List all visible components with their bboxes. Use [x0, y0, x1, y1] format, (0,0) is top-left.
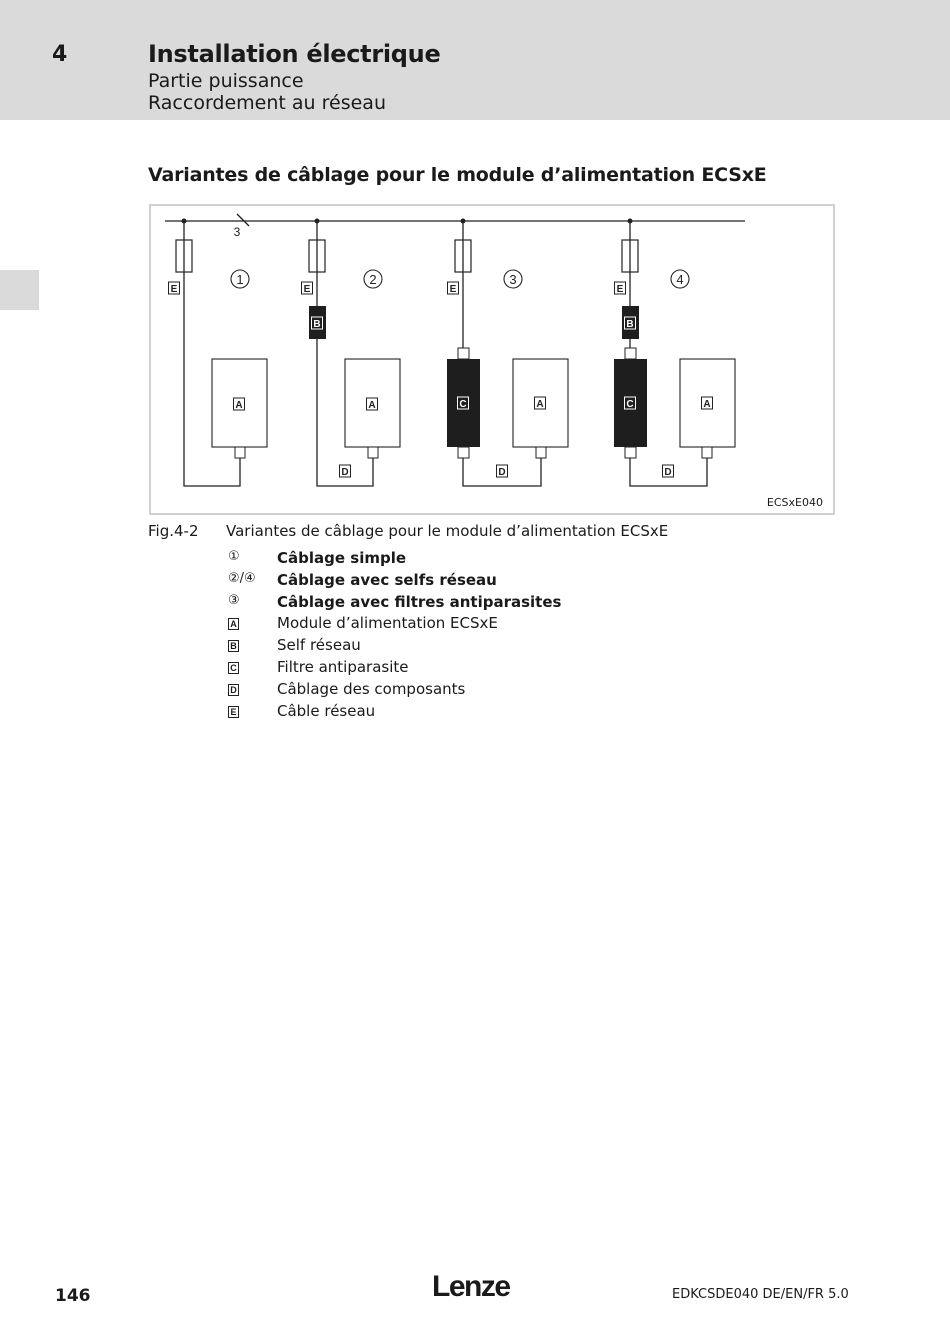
legend-text: Câble réseau	[277, 701, 376, 720]
terminal	[234, 446, 246, 459]
tag-E: E	[450, 284, 457, 295]
wiring-diagram-svg: 3E E E E 1 2 3 4A B A D C A D B C A D	[165, 213, 745, 487]
variant-marker-ring	[670, 269, 690, 289]
document-code: EDKCSDE040 DE/EN/FR 5.0	[672, 1287, 849, 1302]
figure-caption-label: Fig.4-2	[148, 522, 199, 540]
tag-E: E	[171, 284, 178, 295]
tag-D: D	[341, 467, 348, 478]
tag-C: C	[626, 399, 633, 410]
tag-A-box	[366, 397, 378, 411]
tag-A: A	[536, 399, 543, 410]
subtitle-mains-connection: Raccordement au réseau	[148, 92, 386, 114]
terminal	[457, 446, 470, 459]
tag-B: B	[626, 319, 633, 330]
legend-symbol: E	[228, 702, 276, 718]
tag-D: D	[498, 467, 505, 478]
variant-marker: 4	[676, 272, 683, 287]
tag-D-box	[496, 464, 508, 478]
legend-symbol: D	[228, 680, 276, 696]
tag-A: A	[703, 399, 710, 410]
variant-marker: 3	[509, 272, 516, 287]
page-number: 146	[55, 1286, 91, 1306]
header-band	[0, 0, 950, 120]
tag-E-box	[168, 281, 180, 295]
component-wiring	[629, 458, 708, 487]
legend-symbol: C	[228, 658, 276, 674]
tag-C-box	[457, 396, 469, 410]
section-title: Variantes de câblage pour le module d’al…	[148, 164, 767, 186]
subtitle-power-section: Partie puissance	[148, 70, 304, 92]
lenze-logo: Lenze	[432, 1270, 511, 1303]
tag-E: E	[617, 284, 624, 295]
tag-A: A	[368, 400, 375, 411]
chapter-title: Installation électrique	[148, 40, 441, 68]
terminal	[624, 347, 637, 360]
legend-text: Câblage avec selfs réseau	[277, 570, 497, 589]
tag-B: B	[313, 319, 320, 330]
legend-text: Filtre antiparasite	[277, 657, 409, 676]
legend-symbol: ③	[228, 592, 240, 608]
tag-D: D	[664, 467, 671, 478]
tag-D-box	[662, 464, 674, 478]
terminal	[535, 446, 547, 459]
mains-cable	[183, 272, 241, 487]
legend-symbol: ①	[228, 549, 240, 564]
component-wiring	[462, 458, 542, 487]
tag-C: C	[459, 399, 466, 410]
tag-E-box	[614, 281, 626, 295]
legend-text: Câblage simple	[277, 549, 407, 567]
terminal	[701, 446, 713, 459]
legend-symbol: B	[228, 636, 276, 653]
tag-D-box	[339, 464, 351, 478]
bus-conductor-count: 3	[234, 225, 241, 239]
variant-marker-ring	[503, 269, 523, 289]
legend-symbol: ②/④	[228, 570, 256, 586]
bus-slash	[236, 213, 250, 227]
tag-A: A	[235, 400, 242, 411]
tag-A-box	[701, 396, 713, 410]
tag-E-box	[447, 281, 459, 295]
figure-code: ECSxE040	[766, 496, 823, 509]
variant-marker: 1	[236, 272, 243, 287]
component-wiring	[316, 339, 374, 487]
legend-text: Self réseau	[277, 636, 361, 655]
legend-text: Câblage des composants	[277, 679, 466, 698]
tag-E-box	[301, 281, 313, 295]
legend-text: Module d’alimentation ECSxE	[277, 614, 498, 633]
terminal	[457, 347, 470, 360]
tag-B-box	[311, 316, 323, 330]
legend-text: Câblage avec filtres antiparasites	[277, 592, 562, 611]
chapter-number: 4	[52, 42, 68, 67]
tag-E: E	[304, 284, 311, 295]
terminal	[367, 446, 379, 459]
tag-A-box	[534, 396, 546, 410]
chapter-side-tab	[0, 270, 39, 310]
tag-A-box	[233, 397, 245, 411]
tag-C-box	[624, 396, 636, 410]
variant-marker-ring	[230, 269, 250, 289]
variant-marker: 2	[369, 272, 376, 287]
tag-B-box	[624, 316, 636, 330]
figure-caption-text: Variantes de câblage pour le module d’al…	[226, 522, 669, 540]
legend-symbol: A	[228, 614, 276, 631]
terminal	[624, 446, 637, 459]
variant-marker-ring	[363, 269, 383, 289]
